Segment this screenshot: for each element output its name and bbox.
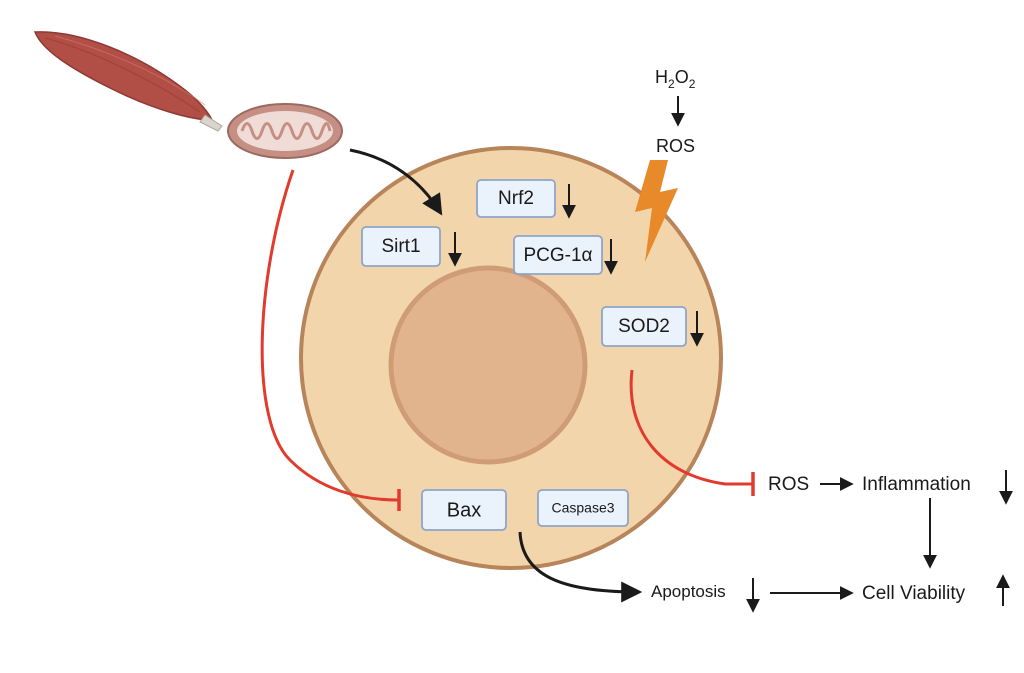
sod2-box: SOD2: [601, 306, 687, 347]
ros-outcome-label: ROS: [768, 474, 809, 495]
nucleus: [388, 265, 588, 465]
mito-inhibits-bax-line: [260, 169, 399, 502]
bax-box: Bax: [421, 489, 507, 531]
nrf2-label: Nrf2: [498, 188, 534, 209]
bax-label: Bax: [447, 499, 481, 521]
ros-top-label: ROS: [656, 136, 695, 156]
inflammation-label: Inflammation: [862, 474, 971, 495]
sirt1-label: Sirt1: [381, 236, 420, 257]
mito-to-cell-arrow: [349, 148, 443, 216]
sirt1-box: Sirt1: [361, 226, 441, 267]
pgc1a-label: PCG-1α: [523, 245, 592, 266]
sod2-inhibits-ros-line: [629, 369, 752, 486]
muscle-icon: [33, 31, 223, 132]
pgc1a-box: PCG-1α: [513, 235, 603, 275]
caspase3-box: Caspase3: [537, 489, 629, 527]
sod2-label: SOD2: [618, 316, 670, 337]
bax-to-apoptosis-arrow: [518, 531, 643, 603]
lightning-icon: [635, 160, 678, 262]
mitochondrion-icon: [227, 103, 343, 159]
nrf2-box: Nrf2: [476, 179, 556, 218]
h2o2-label: H2O2: [655, 67, 696, 91]
caspase3-label: Caspase3: [551, 500, 614, 516]
cell-viability-label: Cell Viability: [862, 583, 966, 604]
apoptosis-label: Apoptosis: [651, 582, 726, 601]
